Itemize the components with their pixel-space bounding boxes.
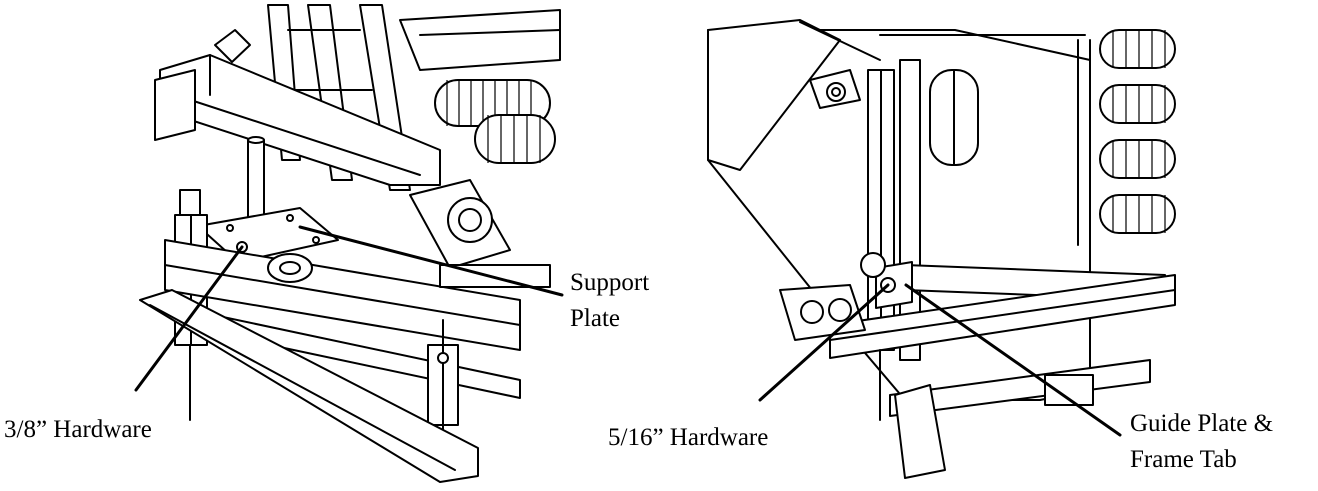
- support-plate-label-line1: Support: [570, 269, 649, 296]
- guide-plate-label-line2: Frame Tab: [1130, 446, 1237, 473]
- spring-coil: [1099, 84, 1176, 124]
- guide-plate-label-line1: Guide Plate &: [1130, 410, 1273, 437]
- leader-guide-plate: [904, 283, 1122, 437]
- spring-coil: [1099, 194, 1176, 234]
- hardware-516-label: 5/16” Hardware: [608, 424, 768, 451]
- left-assembly-illustration: [139, 4, 561, 483]
- support-plate-label-line2: Plate: [570, 305, 620, 332]
- leader-hardware-516: [758, 283, 890, 402]
- spring-coil: [1099, 29, 1176, 69]
- leader-hardware-38: [134, 245, 244, 392]
- skid-rail: [139, 289, 479, 483]
- spring-coil: [474, 114, 556, 164]
- spring-coil: [1099, 139, 1176, 179]
- hardware-38-label: 3/8” Hardware: [4, 416, 152, 443]
- leader-support-plate: [298, 225, 564, 297]
- right-assembly-illustration: [707, 19, 1176, 479]
